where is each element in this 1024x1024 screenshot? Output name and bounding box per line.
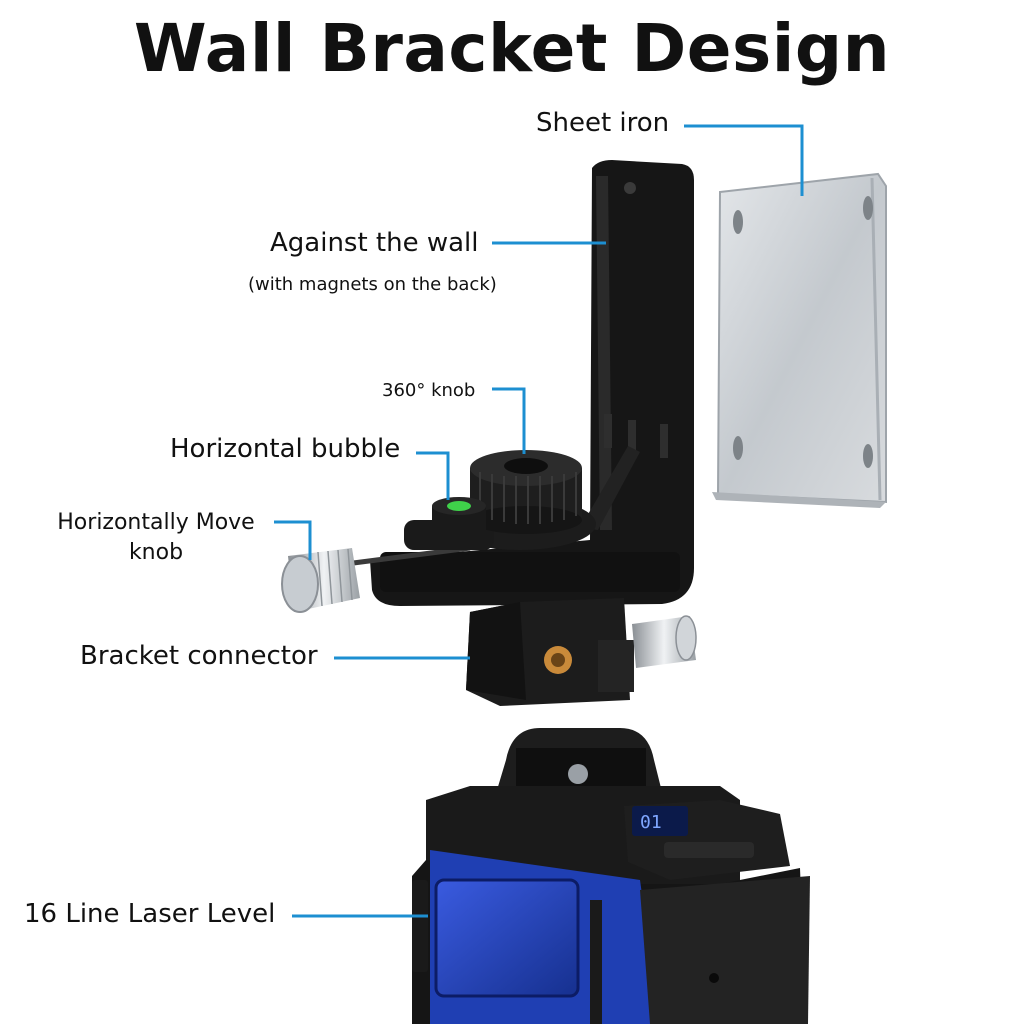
rotation-knob <box>470 450 582 534</box>
bracket-connector <box>466 598 697 706</box>
label-horizontally-move-knob: knob <box>128 540 184 565</box>
leader-move-knob <box>274 520 312 560</box>
leader-360-knob <box>492 387 526 454</box>
label-bracket-connector: Bracket connector <box>80 641 318 671</box>
label-against-wall-note: (with magnets on the back) <box>248 274 497 295</box>
svg-text:01: 01 <box>640 812 662 833</box>
label-horizontal-bubble: Horizontal bubble <box>170 434 401 464</box>
leader-horizontal-bubble <box>416 451 450 500</box>
label-laser-level: 16 Line Laser Level <box>24 899 276 929</box>
page-title: Wall Bracket Design <box>133 10 891 87</box>
label-horizontally-move: Horizontally Move <box>57 510 255 535</box>
leader-sheet-iron <box>684 124 804 196</box>
leader-lines <box>274 124 804 918</box>
label-360-knob: 360° knob <box>382 380 476 401</box>
horizontal-move-knob <box>281 548 360 613</box>
sheet-iron-plate <box>712 172 887 508</box>
label-sheet-iron: Sheet iron <box>536 108 670 138</box>
label-against-wall: Against the wall <box>270 228 479 258</box>
bubble-level <box>432 497 486 532</box>
wall-bracket <box>329 160 694 606</box>
laser-level: 01 <box>412 728 810 1024</box>
